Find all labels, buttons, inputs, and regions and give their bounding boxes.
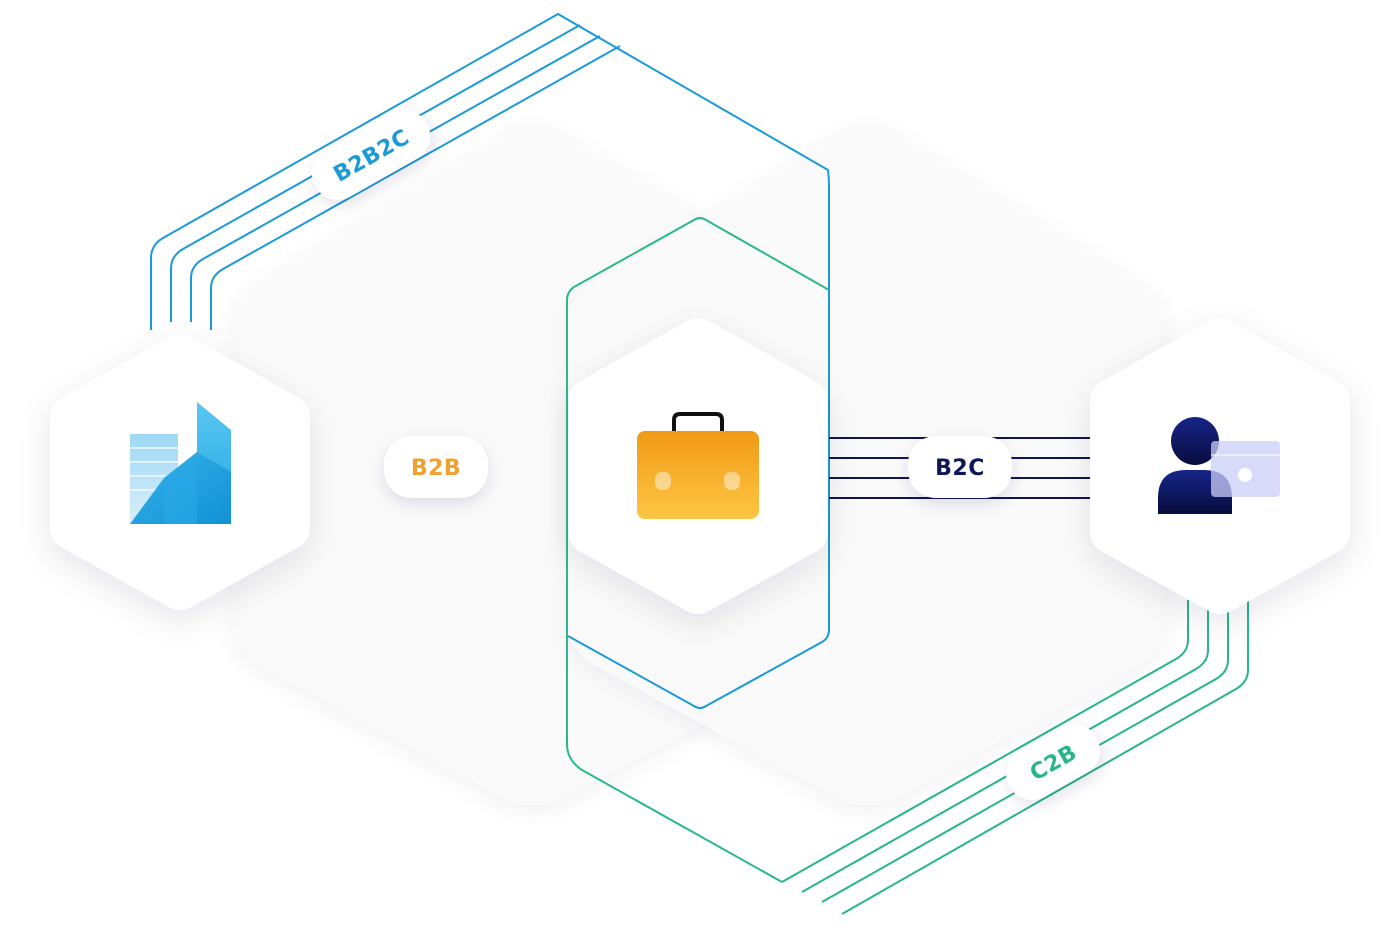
background-hexagon-right [568,126,1165,805]
b2b-label: B2B [384,436,488,498]
c2b-line-4 [841,592,1249,915]
node-business [50,334,310,610]
node-consumer [1090,318,1350,614]
b2c-label: B2C [908,436,1012,498]
c2b-line-3 [821,600,1229,903]
b2b2c-line-3 [190,35,601,322]
platform-outline-green [566,217,830,883]
c2b-connector-lines [781,592,1249,915]
b2c-label-text: B2C [935,456,985,481]
background-hexagons [233,126,1165,805]
c2b-label: C2B [1006,724,1100,800]
c2b-line-1 [781,600,1189,883]
b2b2c-line-1 [150,13,830,709]
node-platform [568,318,828,614]
c2b-line-2 [801,600,1209,893]
b2b2c-line-4 [210,45,621,330]
b2b2c-line-2 [170,24,581,322]
user-card-icon [1158,417,1280,514]
platform-outline [566,217,830,883]
briefcase-icon [637,412,759,519]
building-icon [130,402,231,524]
b2b2c-connector-lines [150,13,830,709]
b2b-label-text: B2B [411,456,461,481]
